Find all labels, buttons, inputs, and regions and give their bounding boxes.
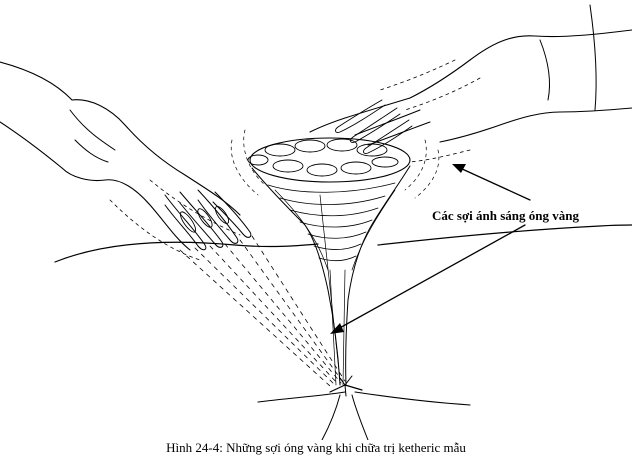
left-hand: [0, 61, 252, 261]
left-rays: [179, 235, 346, 387]
pointer-arrows: [330, 164, 531, 334]
figure-caption: Hình 24-4: Những sợi óng vàng khi chữa t…: [166, 440, 466, 455]
healing-illustration: [0, 4, 632, 440]
body-outline: [54, 224, 632, 440]
right-hand: [309, 4, 632, 163]
healing-point: [329, 375, 363, 397]
figure-label: Các sợi ánh sáng óng vàng: [432, 208, 579, 223]
golden-funnel: [230, 129, 440, 386]
